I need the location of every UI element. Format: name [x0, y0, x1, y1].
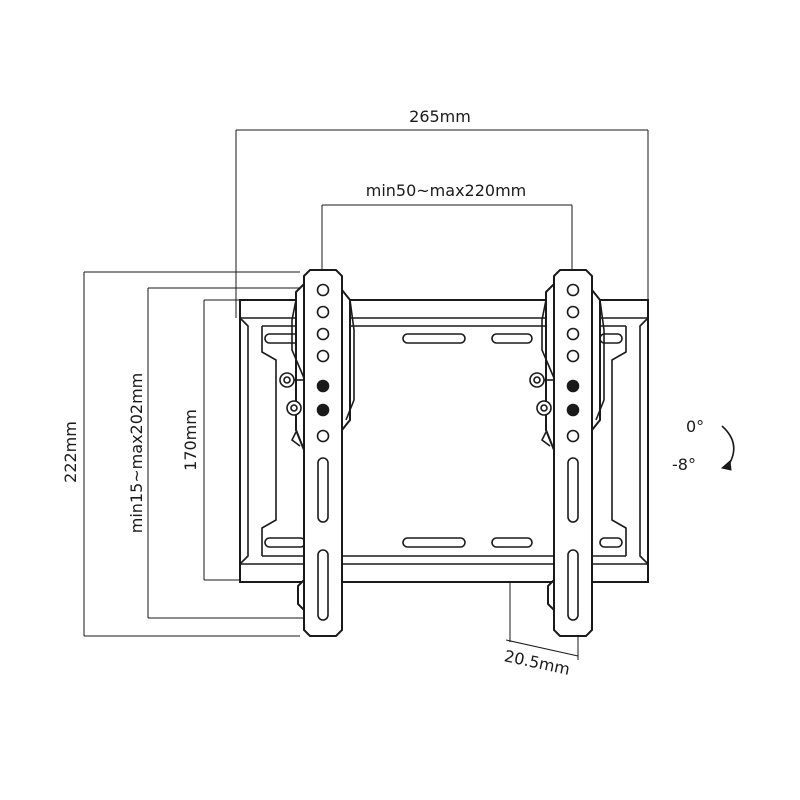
wall-slot	[264, 537, 306, 548]
wall-slot	[599, 537, 623, 548]
wall-slot	[491, 537, 533, 548]
wall-slot	[402, 333, 466, 344]
bolt-icon	[536, 400, 552, 416]
overall-height-label: 222mm	[61, 421, 80, 483]
mounting-hole	[316, 403, 330, 417]
tilt-upper-angle-label: 0°	[686, 417, 704, 436]
tilt-arrow-icon	[720, 425, 735, 471]
wall-slot	[402, 537, 466, 548]
mounting-hole	[316, 349, 330, 363]
vesa-horizontal-label: min50~max220mm	[366, 181, 527, 200]
mounting-hole	[566, 349, 580, 363]
mounting-hole	[316, 379, 330, 393]
mounting-hole	[316, 429, 330, 443]
wall-slot	[491, 333, 533, 344]
overall-width-label: 265mm	[409, 107, 471, 126]
plate-height-label: 170mm	[181, 409, 200, 471]
dimension-lines	[83, 129, 649, 660]
mounting-hole	[316, 283, 330, 297]
mounting-slot	[567, 549, 579, 621]
mounting-hole	[566, 305, 580, 319]
mounting-hole	[566, 327, 580, 341]
bolt-icon	[286, 400, 302, 416]
tilt-lower-angle-label: -8°	[672, 455, 696, 474]
mounting-hole	[566, 403, 580, 417]
bolt-icon	[529, 372, 554, 388]
mounting-hole	[316, 327, 330, 341]
mounting-slot	[567, 457, 579, 523]
bolt-icon	[279, 372, 304, 388]
left-mounting-arm	[279, 269, 355, 637]
mounting-hole	[316, 305, 330, 319]
vesa-vertical-label: min15~max202mm	[127, 373, 146, 534]
mounting-hole	[566, 429, 580, 443]
right-mounting-arm	[529, 269, 605, 637]
wall-distance-label: 20.5mm	[502, 646, 571, 678]
mounting-hole	[566, 379, 580, 393]
mounting-slot	[317, 549, 329, 621]
mounting-slot	[317, 457, 329, 523]
mounting-hole	[566, 283, 580, 297]
